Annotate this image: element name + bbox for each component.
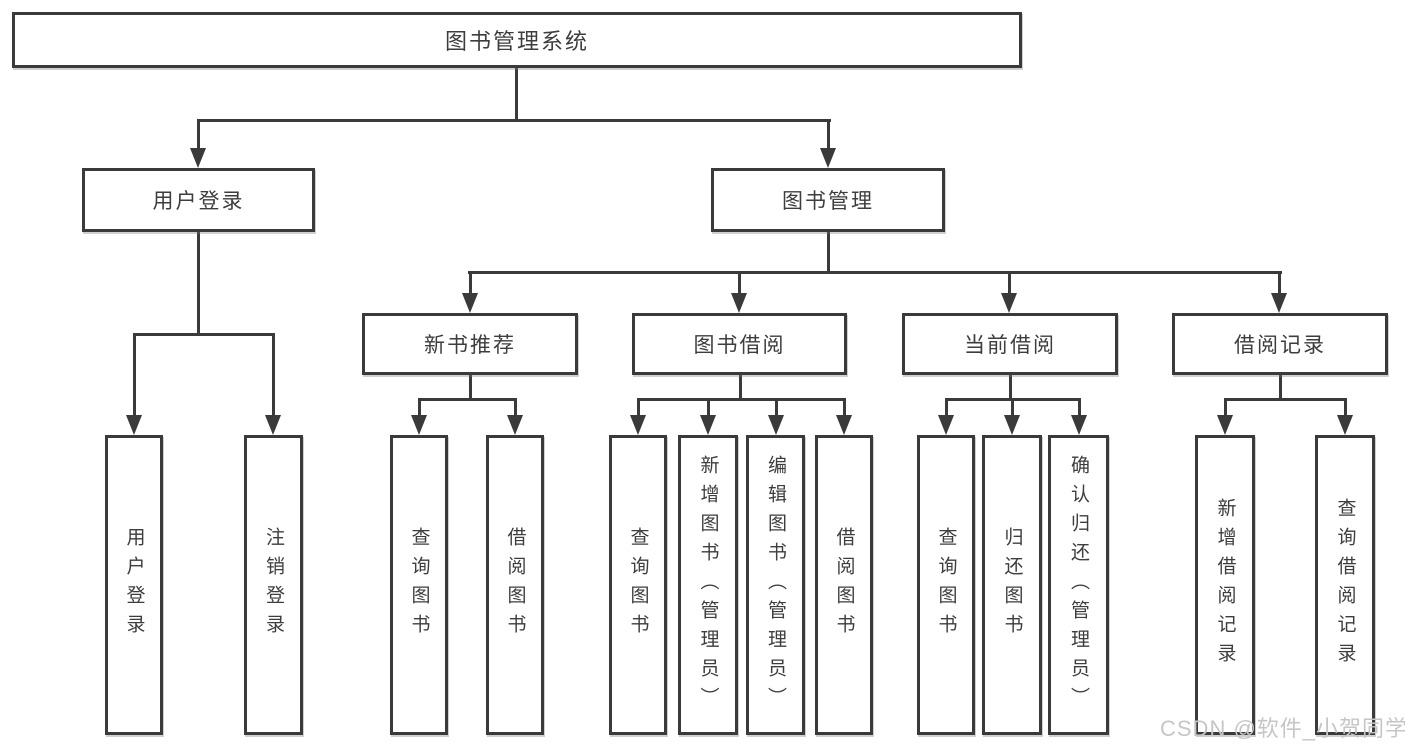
- connector-line: [843, 398, 846, 418]
- node-leaf-current-query-books: 查询图书: [917, 435, 975, 735]
- arrowhead-down-icon: [938, 415, 954, 435]
- connector-line: [707, 398, 710, 418]
- arrowhead-down-icon: [836, 415, 852, 435]
- node-leaf-query-borrow-record: 查询借阅记录: [1315, 435, 1375, 735]
- node-label: 图书管理系统: [444, 29, 589, 54]
- arrowhead-down-icon: [507, 415, 523, 435]
- node-label: 归还图书: [1001, 527, 1023, 643]
- connector-line: [775, 398, 778, 418]
- connector-line: [1078, 398, 1081, 418]
- node-label: 借阅图书: [504, 527, 526, 643]
- connector-line: [1008, 271, 1011, 297]
- connector-line: [418, 398, 517, 401]
- node-label: 查询借阅记录: [1334, 498, 1356, 672]
- node-label: 查询图书: [627, 527, 649, 643]
- arrowhead-down-icon: [1217, 415, 1233, 435]
- arrowhead-down-icon: [1271, 293, 1287, 313]
- arrowhead-down-icon: [731, 293, 747, 313]
- connector-line: [1009, 375, 1012, 401]
- arrowhead-down-icon: [1337, 415, 1353, 435]
- connector-line: [197, 232, 200, 336]
- connector-line: [1011, 398, 1014, 418]
- node-leaf-return-books: 归还图书: [982, 435, 1042, 735]
- node-label: 图书管理: [782, 190, 874, 213]
- node-leaf-user-login: 用户登录: [105, 435, 163, 735]
- connector-line: [418, 398, 421, 418]
- node-leaf-confirm-return-admin: 确认归还（管理员）: [1048, 435, 1109, 735]
- node-book-borrowing: 图书借阅: [632, 313, 847, 375]
- node-leaf-add-books-admin: 新增图书（管理员）: [678, 435, 738, 735]
- connector-line: [1344, 398, 1347, 418]
- connector-line: [1224, 398, 1347, 401]
- connector-line: [272, 333, 275, 417]
- node-leaf-borrowing-borrow-books: 借阅图书: [815, 435, 873, 735]
- connector-line: [133, 333, 136, 417]
- connector-line: [515, 68, 518, 120]
- connector-line: [469, 271, 472, 297]
- connector-line: [1224, 398, 1227, 418]
- connector-line: [514, 398, 517, 418]
- node-leaf-edit-books-admin: 编辑图书（管理员）: [746, 435, 805, 735]
- node-leaf-logout: 注销登录: [244, 435, 303, 735]
- node-current-borrowing: 当前借阅: [902, 313, 1118, 375]
- node-label: 当前借阅: [964, 334, 1056, 357]
- connector-line: [468, 271, 1282, 274]
- node-leaf-recommend-borrow-books: 借阅图书: [486, 435, 544, 735]
- node-new-book-recommend: 新书推荐: [362, 313, 578, 375]
- arrowhead-down-icon: [126, 415, 142, 435]
- arrowhead-down-icon: [630, 415, 646, 435]
- node-label: 图书借阅: [693, 334, 786, 357]
- connector-line: [827, 232, 830, 274]
- connector-line: [133, 333, 275, 336]
- connector-line: [469, 375, 472, 401]
- connector-line: [1279, 375, 1282, 401]
- arrowhead-down-icon: [462, 293, 478, 313]
- node-label: 编辑图书（管理员）: [765, 454, 786, 716]
- csdn-watermark: CSDN @软件_小贺同学: [1160, 716, 1405, 741]
- node-root-library-system: 图书管理系统: [12, 12, 1022, 68]
- node-user-login-branch: 用户登录: [82, 168, 315, 232]
- node-label: 查询图书: [935, 527, 957, 643]
- node-label: 新增图书（管理员）: [697, 454, 719, 716]
- node-leaf-borrowing-query-books: 查询图书: [609, 435, 667, 735]
- arrowhead-down-icon: [700, 415, 716, 435]
- connector-line: [197, 119, 831, 122]
- node-label: 查询图书: [408, 527, 430, 643]
- connector-line: [1278, 271, 1281, 297]
- node-borrow-records: 借阅记录: [1172, 313, 1388, 375]
- arrowhead-down-icon: [1071, 415, 1087, 435]
- node-label: 用户登录: [152, 190, 245, 213]
- node-book-management-branch: 图书管理: [711, 168, 945, 232]
- node-label: 用户登录: [123, 527, 145, 643]
- connector-line: [739, 375, 742, 401]
- connector-line: [637, 398, 640, 418]
- node-label: 新书推荐: [424, 334, 516, 357]
- arrowhead-down-icon: [265, 415, 281, 435]
- connector-line: [827, 119, 830, 151]
- arrowhead-down-icon: [820, 148, 836, 168]
- node-label: 借阅图书: [833, 527, 855, 643]
- node-label: 注销登录: [263, 527, 284, 643]
- node-label: 确认归还（管理员）: [1068, 454, 1089, 716]
- arrowhead-down-icon: [1001, 293, 1017, 313]
- connector-line: [945, 398, 948, 418]
- node-leaf-recommend-query-books: 查询图书: [390, 435, 448, 735]
- arrowhead-down-icon: [1004, 415, 1020, 435]
- arrowhead-down-icon: [411, 415, 427, 435]
- arrowhead-down-icon: [190, 148, 206, 168]
- node-leaf-add-borrow-record: 新增借阅记录: [1195, 435, 1255, 735]
- node-label: 新增借阅记录: [1214, 498, 1236, 672]
- arrowhead-down-icon: [768, 415, 784, 435]
- connector-line: [637, 398, 846, 401]
- node-label: 借阅记录: [1234, 334, 1326, 357]
- connector-line: [197, 119, 200, 151]
- connector-line: [738, 271, 741, 297]
